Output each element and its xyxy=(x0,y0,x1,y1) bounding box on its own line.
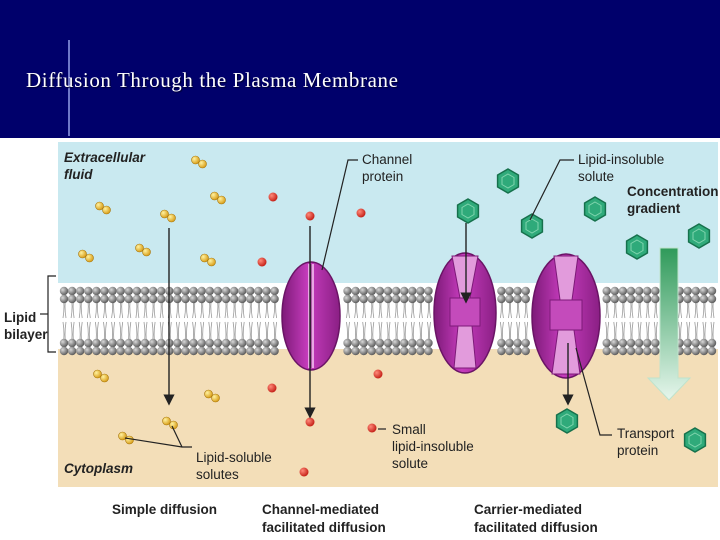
lipid-heads xyxy=(59,286,717,356)
label-lipid-insoluble-solute: Lipid-insoluble solute xyxy=(578,152,668,184)
carrier-protein-closed xyxy=(531,253,601,379)
leader-lines xyxy=(40,159,612,448)
slide-header xyxy=(0,0,720,138)
caption-channel-mediated: Channel-mediated facilitated diffusion xyxy=(262,502,386,535)
label-extracellular-fluid: Extracellular fluid xyxy=(64,150,149,182)
carrier-protein-open xyxy=(433,252,497,374)
label-small-lipid-insoluble-solute: Small lipid-insoluble solute xyxy=(392,422,478,471)
movement-arrows xyxy=(163,223,574,419)
slide-title: Diffusion Through the Plasma Membrane xyxy=(26,68,399,92)
label-channel-protein: Channel protein xyxy=(362,152,416,184)
label-lipid-bilayer: Lipid bilayer xyxy=(4,310,48,342)
cytoplasm-region xyxy=(58,343,718,487)
caption-simple-diffusion: Simple diffusion xyxy=(112,502,217,517)
caption-carrier-mediated: Carrier-mediated facilitated diffusion xyxy=(474,502,598,535)
channel-protein xyxy=(281,261,341,371)
label-lipid-soluble-solutes: Lipid-soluble solutes xyxy=(196,450,276,482)
lipid-tails xyxy=(62,294,715,348)
label-cytoplasm: Cytoplasm xyxy=(64,461,133,476)
concentration-gradient-arrow xyxy=(646,247,692,401)
membrane-diagram: Extracellular fluid Cytoplasm Lipid bila… xyxy=(4,142,720,535)
header-rule xyxy=(68,40,70,136)
label-concentration-gradient: Concentration gradient xyxy=(627,184,720,216)
label-transport-protein: Transport protein xyxy=(617,426,678,458)
